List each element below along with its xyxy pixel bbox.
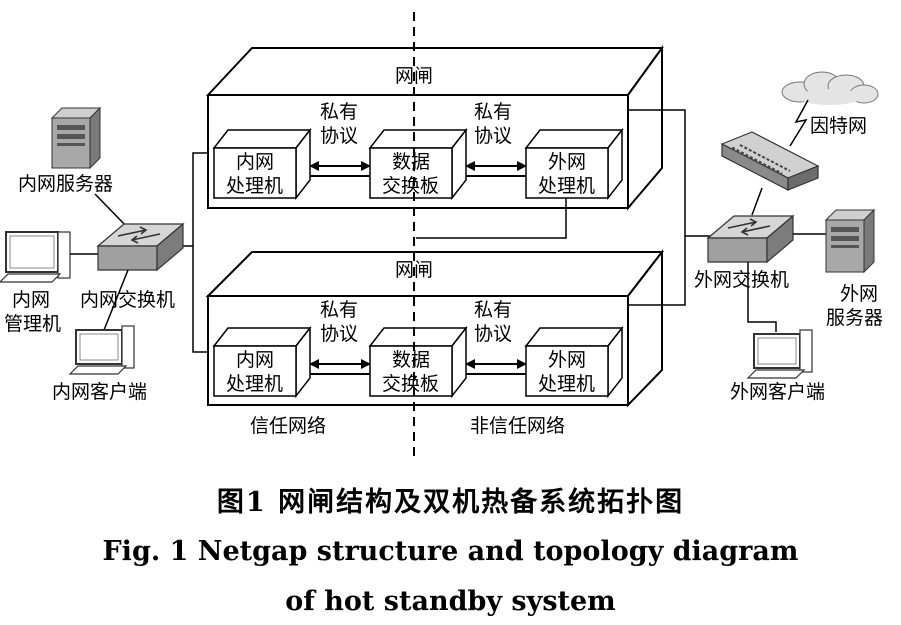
inner-processor-1-label-l1: 内网 <box>236 151 274 173</box>
gap1-to-outer-switch-link <box>628 109 710 237</box>
outer-processor-1-label-l2: 处理机 <box>538 175 595 197</box>
netgap-box-1: 网闸 内网 处理机 数据 交换板 外网 处理机 <box>205 44 664 211</box>
inner-switch-to-gaps-link <box>183 152 208 247</box>
private-protocol-1a-l2: 协议 <box>320 125 358 147</box>
inner-client-label: 内网客户端 <box>52 381 147 403</box>
outer-switch-icon <box>706 214 795 264</box>
private-protocol-1b-l2: 协议 <box>474 125 512 147</box>
inner-switch-icon <box>96 222 185 272</box>
caption-english-line1: Fig. 1 Netgap structure and topology dia… <box>102 536 799 567</box>
private-protocol-arrow-1a <box>309 161 371 177</box>
private-protocol-2a-l2: 协议 <box>320 323 358 345</box>
inner-processor-1: 内网 处理机 <box>212 127 312 201</box>
caption-chinese: 图1 网闸结构及双机热备系统拓扑图 <box>216 487 685 518</box>
outer-client-label: 外网客户端 <box>730 381 825 403</box>
netgap-box-2: 网闸 内网 处理机 数据 交换板 外网 处理机 <box>205 249 665 408</box>
private-protocol-1a-l1: 私有 <box>320 101 358 123</box>
outer-processor-2-label-l2: 处理机 <box>538 373 595 395</box>
inner-server-icon <box>50 106 102 170</box>
exchange-board-2: 数据 交换板 <box>368 325 468 399</box>
outer-client-pc-icon <box>746 329 813 379</box>
outer-processor-2: 外网 处理机 <box>524 325 624 399</box>
exchange-board-1: 数据 交换板 <box>368 127 468 201</box>
exchange-board-2-label-l2: 交换板 <box>382 373 439 395</box>
router-icon <box>720 131 820 191</box>
inner-server-label: 内网服务器 <box>18 173 113 195</box>
exchange-board-1-label-l2: 交换板 <box>382 175 439 197</box>
trusted-network-label: 信任网络 <box>250 415 326 437</box>
inner-mgmt-label-l2: 管理机 <box>4 313 61 335</box>
internet-label: 因特网 <box>810 115 867 137</box>
caption-english-line2: of hot standby system <box>285 586 616 617</box>
internet-cloud-icon <box>781 71 879 105</box>
private-protocol-2b-l1: 私有 <box>474 299 512 321</box>
exchange-board-2-label-l1: 数据 <box>392 349 430 371</box>
private-protocol-arrow-2a <box>309 359 371 375</box>
private-protocol-arrow-1b <box>465 161 527 177</box>
outer-switch-label: 外网交换机 <box>694 269 789 291</box>
outer-processor-2-label-l1: 外网 <box>548 349 586 371</box>
inner-client-pc-icon <box>68 325 135 375</box>
exchange-board-1-label-l1: 数据 <box>392 151 430 173</box>
inner-processor-2-label-l1: 内网 <box>236 349 274 371</box>
router-to-outer-switch-link <box>751 187 763 216</box>
inner-switch-to-gap2-link <box>192 246 208 353</box>
inner-mgmt-label-l1: 内网 <box>12 289 50 311</box>
heartbeat-link <box>416 198 567 239</box>
outer-server-label-l2: 服务器 <box>826 307 883 329</box>
gap2-to-outer-switch-link <box>628 236 686 306</box>
inner-processor-2: 内网 处理机 <box>212 325 312 399</box>
untrusted-network-label: 非信任网络 <box>470 415 565 437</box>
outer-processor-1: 外网 处理机 <box>524 127 624 201</box>
private-protocol-1b-l1: 私有 <box>474 101 512 123</box>
inner-client-link <box>103 269 129 331</box>
inner-processor-2-label-l2: 处理机 <box>226 373 283 395</box>
inner-switch-label: 内网交换机 <box>80 289 175 311</box>
inner-server-link <box>94 193 129 229</box>
private-protocol-2b-l2: 协议 <box>474 323 512 345</box>
private-protocol-arrow-2b <box>465 359 527 375</box>
private-protocol-2a-l1: 私有 <box>320 299 358 321</box>
outer-server-icon <box>824 208 876 274</box>
inner-mgmt-pc-icon <box>0 231 71 283</box>
outer-processor-1-label-l1: 外网 <box>548 151 586 173</box>
topology-diagram: 网闸 内网 处理机 数据 交换板 外网 处理机 <box>0 12 883 462</box>
inner-processor-1-label-l2: 处理机 <box>226 175 283 197</box>
outer-server-label-l1: 外网 <box>840 283 878 305</box>
lightning-link-icon <box>789 99 809 147</box>
outer-client-link <box>747 262 777 332</box>
